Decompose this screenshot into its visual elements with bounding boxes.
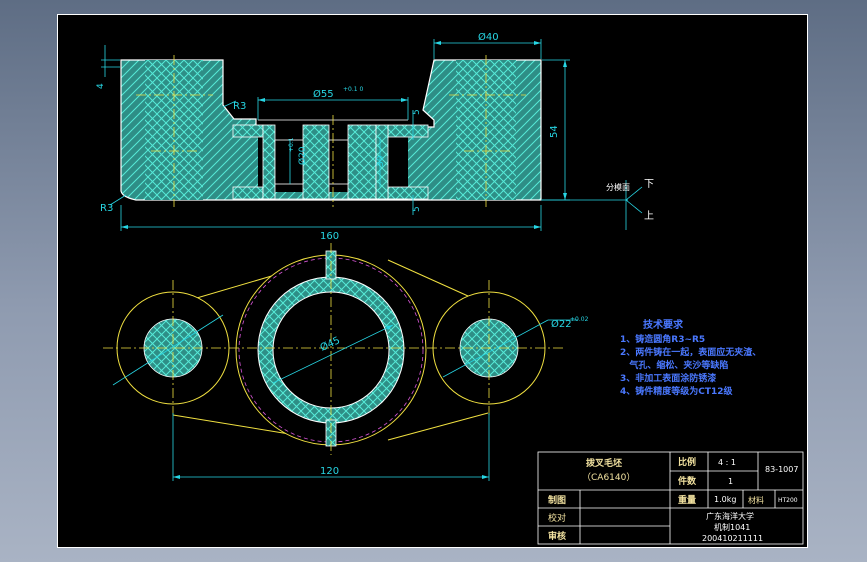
weight-value: 1.0kg [714, 495, 736, 504]
tech-item-2: 2、两件铸在一起，表面应无夹渣、 [620, 346, 761, 358]
tech-heading: 技术要求 [643, 318, 684, 331]
plan-dimensions [112, 314, 578, 481]
scale-label: 比例 [678, 456, 696, 468]
parting-down-label: 下 [644, 179, 654, 190]
dim-top-small: 5 [412, 109, 422, 115]
upper-flange-left [232, 124, 264, 138]
hub-hidden-circle [238, 257, 424, 443]
lower-flange-left [232, 186, 264, 200]
parting-line-labels: 分模面 下 上 [606, 179, 654, 222]
dim-center-height: 30 [376, 155, 386, 167]
reviewed-label: 审核 [548, 530, 566, 542]
tech-item-3: 气孔、缩松、夹沙等缺陷 [620, 359, 728, 371]
material-value: HT200 [778, 497, 798, 504]
dim-top-width: Ø40 [478, 31, 499, 43]
upper-flange-right [387, 124, 429, 138]
title-block: 拨叉毛坯 （CA6140） 比例 4 : 1 件数 1 83-1007 重量 1… [537, 451, 804, 545]
count-value: 1 [728, 477, 733, 486]
material-label: 材料 [748, 495, 764, 505]
weight-label: 重量 [678, 494, 696, 506]
mid-sleeve-left [302, 124, 330, 200]
plan-center-lines [103, 243, 563, 455]
front-dimension-labels: Ø40 Ø55 +0.1 0 54 160 R3 R3 Ø20 +0.1 30 … [96, 31, 560, 242]
parting-up-label: 上 [644, 210, 654, 222]
lower-flange-right [387, 186, 429, 200]
school-name: 广东海洋大学 [706, 511, 754, 521]
title-block-text: 拨叉毛坯 （CA6140） 比例 4 : 1 件数 1 83-1007 重量 1… [548, 456, 798, 543]
student-id: 200410211111 [702, 534, 763, 543]
dim-bottom-small: 5 [412, 206, 422, 212]
tech-item-5: 4、铸件精度等级为CT12级 [620, 385, 734, 397]
cad-drawing: Ø40 Ø55 +0.1 0 54 160 R3 R3 Ø20 +0.1 30 … [96, 31, 804, 545]
hole-mid [328, 139, 349, 185]
dim-circle-small: Ø22 [551, 318, 572, 330]
plan-dimension-arrows [173, 325, 489, 479]
parting-surface-label: 分模面 [606, 182, 630, 192]
left-sleeve [262, 124, 276, 200]
dim-left-small: 4 [96, 83, 106, 89]
dim-height: 54 [549, 125, 560, 138]
dim-inner-tol: +0.1 [288, 137, 295, 152]
drawn-label: 制图 [548, 494, 566, 506]
tech-item-4: 3、非加工表面涂防锈漆 [620, 372, 716, 384]
count-label: 件数 [678, 475, 697, 487]
tech-requirements: 技术要求 1、铸造圆角R3~R5 2、两件铸在一起，表面应无夹渣、 气孔、缩松、… [620, 318, 761, 397]
drawing-sheet: Ø40 Ø55 +0.1 0 54 160 R3 R3 Ø20 +0.1 30 … [57, 14, 808, 548]
dim-bore: Ø55 [313, 88, 334, 100]
front-dimensions [101, 39, 643, 231]
dim-plan-width: 120 [320, 466, 339, 477]
dim-bore-tol: +0.1 0 [343, 86, 363, 93]
dim-left-radius: R3 [233, 101, 246, 112]
dim-inner-diameter: Ø20 [297, 146, 308, 165]
dim-circle-small-tol: +0.02 [570, 316, 589, 323]
scale-value: 4 : 1 [718, 458, 736, 467]
class-name: 机制1041 [714, 522, 750, 532]
tech-item-1: 1、铸造圆角R3~R5 [620, 333, 705, 345]
dim-base-width: 160 [320, 231, 339, 242]
machine-model: （CA6140） [582, 472, 635, 483]
front-section-view [120, 55, 542, 207]
mid-sleeve-right [347, 124, 377, 200]
front-center-lines [136, 55, 526, 207]
dim-bottom-radius: R3 [100, 203, 113, 214]
drawing-number: 83-1007 [765, 465, 798, 474]
dimension-arrows [121, 41, 567, 229]
part-name: 拨叉毛坯 [586, 457, 622, 469]
checked-label: 校对 [548, 512, 566, 524]
hole-left [274, 139, 304, 185]
plan-view [103, 243, 563, 455]
